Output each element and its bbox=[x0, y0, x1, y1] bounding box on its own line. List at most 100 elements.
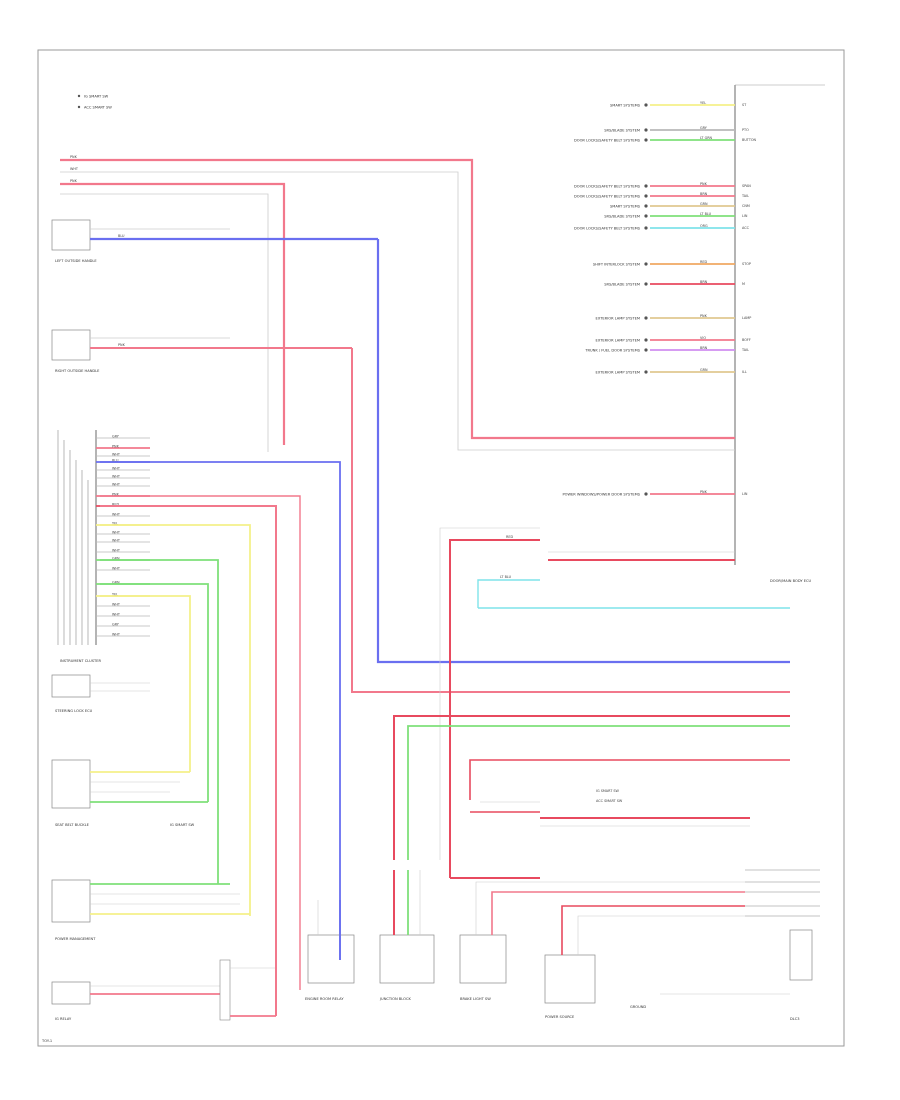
right-wire-color: YEL bbox=[700, 101, 706, 105]
top-power-wires: PNK WHT PNK bbox=[60, 155, 735, 452]
right-system-label: POWER WINDOWS/POWER DOOR SYSTEMS bbox=[562, 492, 640, 496]
right-wire-color: GRN bbox=[700, 202, 708, 206]
right-ecu-title: DOOR/MAIN BODY ECU bbox=[770, 579, 812, 583]
right-wire-color: BRN bbox=[700, 280, 708, 284]
right-wire-color: RED bbox=[700, 260, 707, 264]
bottom-label-5: DLC3 bbox=[790, 1017, 800, 1021]
wire-label-wht-top: WHT bbox=[70, 167, 79, 171]
right-system-label: DOOR LOCKS/SAFETY BELT SYSTEMS bbox=[574, 138, 641, 142]
cluster-wire-color: GRN bbox=[112, 580, 120, 584]
right-system-label: DOOR LOCKS/SAFETY BELT SYSTEMS bbox=[574, 194, 641, 198]
ig-sw-label: IG SMART SW bbox=[170, 823, 195, 827]
cluster-wire-color: WHT bbox=[112, 632, 121, 636]
right-pin-label: BUTTON bbox=[742, 138, 757, 142]
cluster-wire-color: WHT bbox=[112, 548, 121, 552]
ig-relay-label: IG RELAY bbox=[55, 1017, 72, 1021]
right-splice-dot bbox=[644, 282, 648, 286]
right-pin-label: ST bbox=[742, 103, 747, 107]
power-mgmt-label: POWER MANAGEMENT bbox=[55, 937, 96, 941]
bottom-label-6: GROUND bbox=[630, 1005, 646, 1009]
cluster-wire-color: PNK bbox=[112, 492, 120, 496]
right-system-label: EXTERIOR LAMP SYSTEM bbox=[596, 370, 640, 374]
cluster-wire-color: WHT bbox=[112, 530, 121, 534]
right-wire-color: PNK bbox=[700, 314, 708, 318]
cluster-wire-color: WHT bbox=[112, 452, 121, 456]
right-wire-color: BRN bbox=[700, 192, 708, 196]
bottom-components: ENGINE ROOM RELAY JUNCTION BLOCK BRAKE L… bbox=[305, 870, 813, 1021]
right-wire-rows: SMART SYSTEMS YEL ST SRS/BLADE SYSTEM GRY PTO… bbox=[562, 101, 756, 496]
cluster-wire-color: PNK bbox=[112, 444, 120, 448]
right-splice-dot bbox=[644, 103, 648, 107]
right-wire-color: PNK bbox=[700, 182, 708, 186]
cluster-wire-color: WHT bbox=[112, 482, 121, 486]
right-pin-label: TAIL bbox=[741, 194, 749, 198]
mid-wire-ltblu: LT BLU bbox=[500, 575, 512, 579]
bottom-label-4: POWER SOURCE bbox=[545, 1015, 575, 1019]
right-pin-label: BOFF bbox=[742, 338, 751, 342]
right-system-label: SRS/BLADE SYSTEM bbox=[604, 282, 640, 286]
right-handle-wire: PNK bbox=[118, 343, 126, 347]
bottom-label-1: ENGINE ROOM RELAY bbox=[305, 997, 344, 1001]
cluster-wire-color: GRN bbox=[112, 556, 120, 560]
right-splice-dot bbox=[644, 348, 648, 352]
mid-wire-red: RED bbox=[506, 535, 513, 539]
cluster-wire-color: WHT bbox=[112, 466, 121, 470]
seat-belt-buckle: SEAT BELT BUCKLE IG SMART SW bbox=[51, 759, 208, 827]
right-pin-label: TAIL bbox=[741, 348, 749, 352]
right-pin-label: CNM bbox=[742, 204, 750, 208]
seat-label: SEAT BELT BUCKLE bbox=[55, 823, 90, 827]
cluster-wire-rows: GRY PNK WHT BLU WHT WHT WHT PNK RED WHT YEL WHT WHT W… bbox=[96, 434, 150, 636]
right-ecu-connector: DOOR/MAIN BODY ECU bbox=[734, 84, 825, 583]
right-wire-color: LT BLU bbox=[700, 212, 712, 216]
diagram-frame bbox=[37, 49, 845, 1047]
right-splice-dot bbox=[644, 226, 648, 230]
left-handle-label: LEFT OUTSIDE HANDLE bbox=[55, 259, 97, 263]
cluster-wire-color: BLU bbox=[112, 458, 119, 462]
right-splice-dot bbox=[644, 214, 648, 218]
middle-wires: IG SMART SW ACC SMART SW RED LT BLU bbox=[393, 527, 790, 879]
right-splice-dot bbox=[644, 194, 648, 198]
right-outside-handle: RIGHT OUTSIDE HANDLE PNK bbox=[51, 329, 790, 693]
right-splice-dot bbox=[644, 316, 648, 320]
right-pin-label: SPAN bbox=[742, 184, 751, 188]
right-system-label: SRS/BLADE SYSTEM bbox=[604, 128, 640, 132]
cluster-drop-wires bbox=[100, 461, 341, 1016]
wire-label-pnk-2: PNK bbox=[70, 179, 78, 183]
cluster-wire-color: GRY bbox=[112, 434, 120, 438]
right-pin-label: STOP bbox=[742, 262, 751, 266]
legend-line-a: IG SMART SW bbox=[84, 95, 109, 99]
left-outside-handle: LEFT OUTSIDE HANDLE BLU bbox=[51, 219, 790, 664]
right-splice-dot bbox=[644, 338, 648, 342]
mid-legend-b: ACC SMART SW bbox=[596, 799, 623, 803]
right-system-label: SHIFT INTERLOCK SYSTEM bbox=[593, 262, 640, 266]
left-handle-wire: BLU bbox=[118, 234, 125, 238]
legend-line-b: ACC SMART SW bbox=[84, 106, 112, 110]
right-system-label: SMART SYSTEMS bbox=[610, 204, 641, 208]
right-pin-label: LIN bbox=[742, 492, 748, 496]
right-system-label: DOOR LOCKS/SAFETY BELT SYSTEMS bbox=[574, 226, 641, 230]
right-pin-label: M bbox=[742, 282, 745, 286]
right-pin-label: PTO bbox=[742, 128, 749, 132]
right-pin-label: LIN bbox=[742, 214, 748, 218]
mid-legend-a: IG SMART SW bbox=[596, 789, 620, 793]
right-splice-dot bbox=[644, 184, 648, 188]
right-splice-dot bbox=[644, 128, 648, 132]
corner-code: TOY-1 bbox=[41, 1039, 52, 1043]
right-wire-color: GRY bbox=[700, 126, 708, 130]
right-side-pigtails bbox=[745, 869, 820, 917]
cluster-wire-color: RED bbox=[112, 502, 119, 506]
right-system-label: TRUNK / FUEL DOOR SYSTEMS bbox=[584, 348, 640, 352]
cluster-wire-color: GRY bbox=[112, 622, 120, 626]
right-wire-color: GRN bbox=[700, 368, 708, 372]
cluster-label: INSTRUMENT CLUSTER bbox=[60, 659, 101, 663]
cluster-wire-color: WHT bbox=[112, 474, 121, 478]
cluster-wire-color: WHT bbox=[112, 612, 121, 616]
cluster-wire-color: YEL bbox=[112, 521, 118, 525]
right-splice-dot bbox=[644, 204, 648, 208]
right-system-label: EXTERIOR LAMP SYSTEM bbox=[596, 338, 640, 342]
right-wire-color: VIO bbox=[700, 336, 706, 340]
steering-lock-ecu: STEERING LOCK ECU bbox=[51, 674, 150, 713]
wire-label-pnk-top: PNK bbox=[70, 155, 78, 159]
